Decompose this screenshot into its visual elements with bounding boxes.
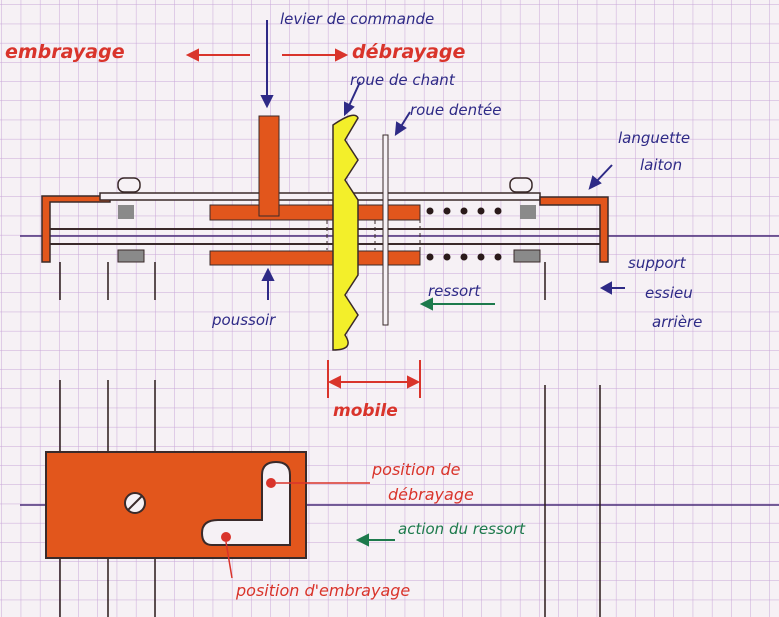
lever-label: levier de commande <box>280 10 434 28</box>
spring-label: ressort <box>428 282 481 300</box>
support-label-line3: arrière <box>652 313 702 331</box>
mobile-dimension <box>327 360 421 398</box>
pusher-label: poussoir <box>211 311 276 329</box>
engage-arrow <box>185 48 250 62</box>
axle <box>45 228 600 245</box>
tab-label-line2: laiton <box>640 156 682 174</box>
control-lever <box>258 115 280 217</box>
gear-wheel-arrow <box>394 111 411 136</box>
disengage-position-dot <box>266 478 276 488</box>
position-disengage-label-line1: position de <box>371 460 461 479</box>
left-bracket <box>41 195 111 263</box>
engage-leader <box>225 541 233 579</box>
screw-head-icon <box>124 492 146 514</box>
support-label-line1: support <box>628 254 687 272</box>
gear-wheel <box>382 134 389 326</box>
support-arrow <box>599 281 625 295</box>
spring-action-arrow <box>355 533 395 547</box>
crown-wheel-arrow <box>344 81 361 117</box>
engage-position-dot <box>221 532 231 542</box>
position-engage-label: position d'embrayage <box>235 581 410 600</box>
spring <box>426 207 502 261</box>
tab-arrow <box>588 164 613 190</box>
brass-tab <box>539 196 609 263</box>
spring-action-label: action du ressort <box>398 520 526 538</box>
spring-arrow <box>419 297 495 311</box>
right-screw <box>509 177 541 263</box>
disengage-label: débrayage <box>352 41 466 63</box>
left-screw <box>117 177 145 263</box>
mobile-label: mobile <box>333 401 398 421</box>
engage-label: embrayage <box>5 41 125 63</box>
tab-label-line1: languette <box>618 129 690 147</box>
lever-arrow <box>260 20 274 109</box>
crown-wheel-label: roue de chant <box>350 71 456 89</box>
guide-lines <box>326 205 421 268</box>
position-disengage-label-line2: débrayage <box>388 485 474 504</box>
pusher-arrow <box>261 267 275 300</box>
crown-wheel <box>332 114 359 351</box>
support-plate <box>99 192 541 201</box>
support-label-line2: essieu <box>645 284 693 302</box>
disengage-arrow <box>282 48 349 62</box>
gear-wheel-label: roue dentée <box>410 101 501 119</box>
